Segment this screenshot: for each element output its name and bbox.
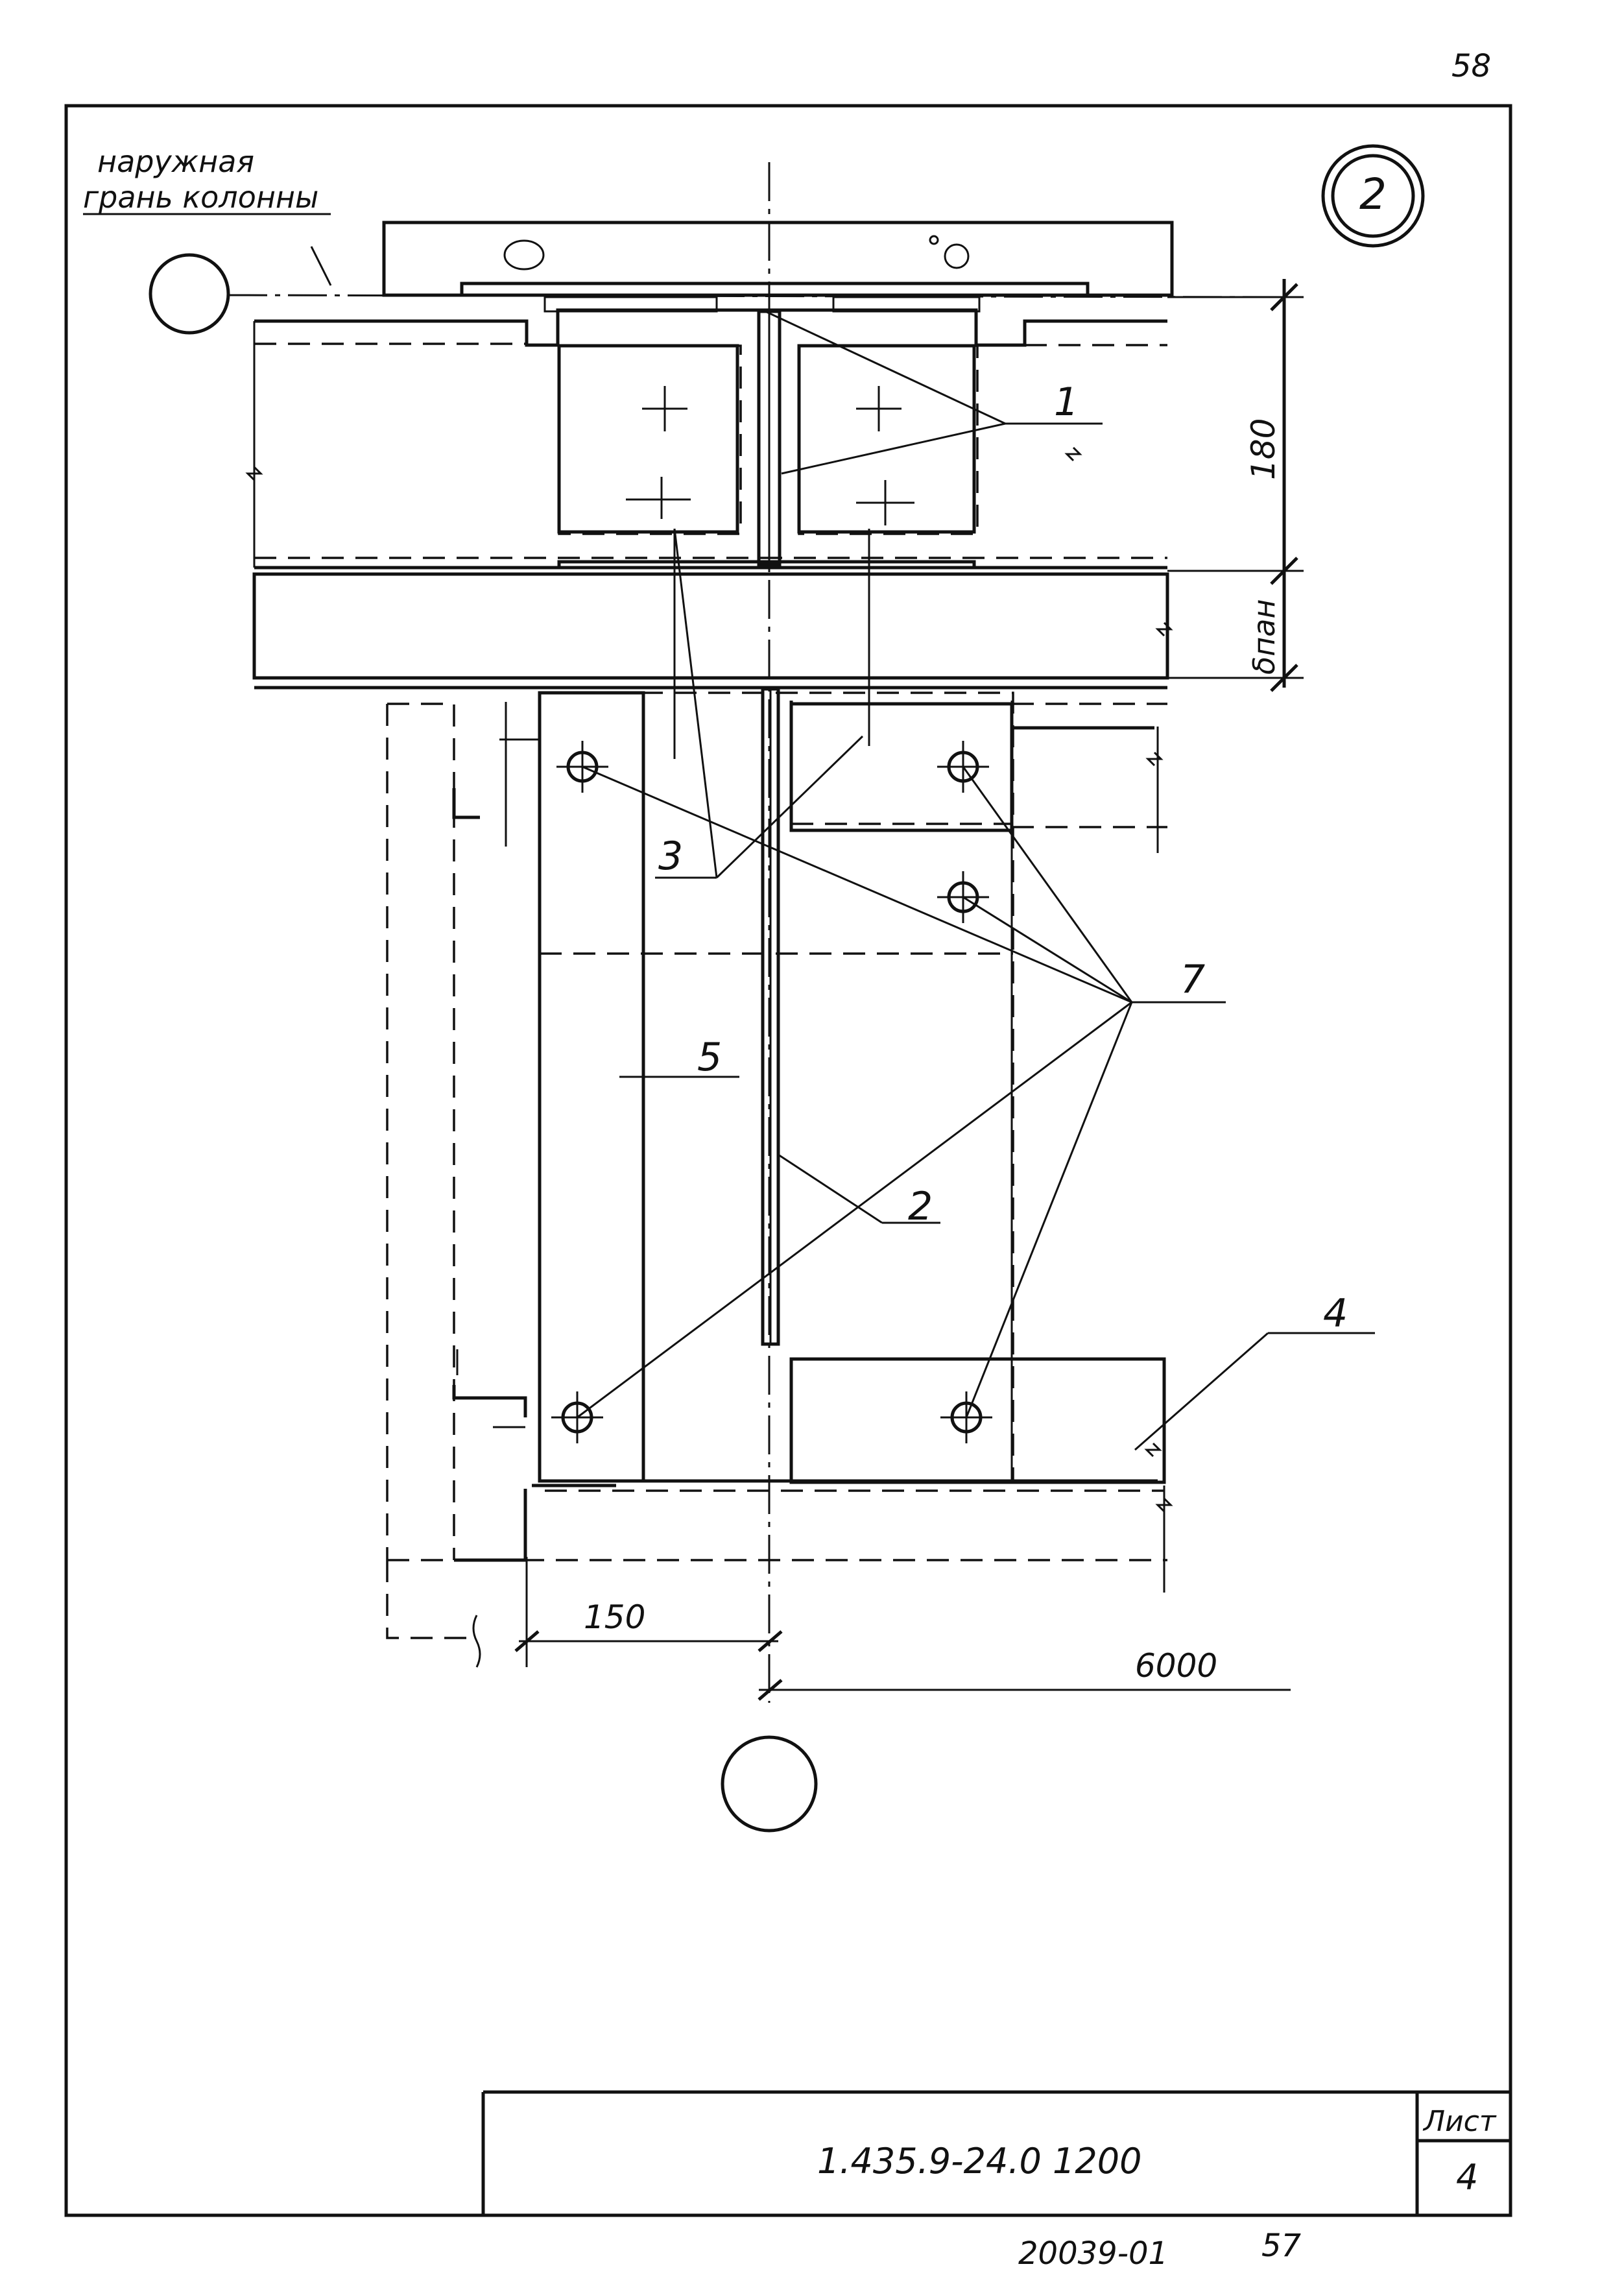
document-code: 1.435.9-24.0 1200 (817, 2141, 1141, 2182)
sheet-label: Лист (1422, 2105, 1497, 2138)
embedded-plate (460, 282, 1090, 297)
bottom-dimensions (472, 1557, 1291, 1701)
callout-1: 1 (1054, 379, 1079, 425)
dimension-150: 150 (584, 1598, 645, 1636)
sheet-frame (64, 104, 1512, 2217)
callout-5: 5 (697, 1035, 722, 1080)
lower-assembly (386, 686, 1173, 1639)
callout-7: 7 (1180, 957, 1205, 1002)
leader-lines (577, 310, 1375, 1451)
dimension-panel-thickness: δпан (1247, 599, 1282, 675)
footer-page: 57 (1261, 2228, 1302, 2264)
outer-face-label: наружная грань колонны (83, 144, 332, 286)
node-marker: 2 (1321, 144, 1425, 248)
callout-4: 4 (1323, 1291, 1348, 1336)
sandwich-panel (252, 572, 1173, 690)
upper-beam (245, 308, 1167, 570)
node-marker-number: 2 (1359, 169, 1387, 219)
outer-face-label-line2: грань колонны (83, 180, 318, 215)
dimension-180: 180 (1245, 418, 1282, 480)
upper-connection-plates (557, 344, 979, 570)
right-dimension-chain (1167, 279, 1304, 692)
bolts (551, 741, 992, 1443)
callout-2: 2 (908, 1184, 933, 1229)
title-block (481, 2090, 1511, 2215)
dimension-6000: 6000 (1135, 1647, 1217, 1685)
outer-face-label-line1: наружная (97, 144, 254, 179)
sheet-number: 4 (1456, 2157, 1478, 2198)
inventory-number: 20039-01 (1018, 2235, 1168, 2272)
page-number: 58 (1451, 48, 1491, 84)
axis-bubble-bottom (721, 1735, 818, 1833)
callout-3: 3 (658, 834, 683, 879)
axis-bubble-left (149, 253, 230, 335)
